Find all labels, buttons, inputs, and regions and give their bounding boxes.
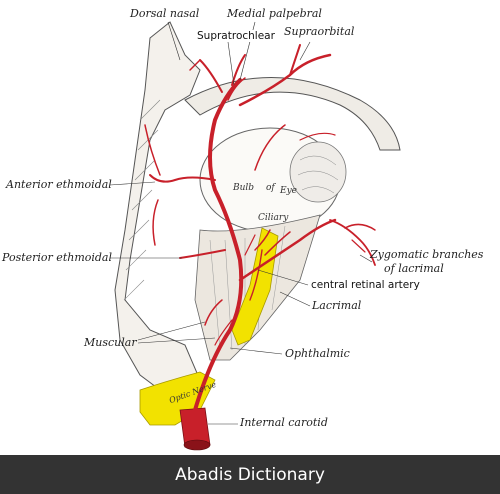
muscular-label: Muscular bbox=[84, 336, 137, 349]
internal-carotid-label: Internal carotid bbox=[240, 416, 328, 429]
orbit-artery-drawing bbox=[109, 21, 401, 451]
footer-bar: Abadis Dictionary bbox=[0, 455, 500, 494]
leader-lines bbox=[109, 21, 373, 425]
dorsal-nasal-label: Dorsal nasal bbox=[130, 7, 200, 20]
orbital-roof bbox=[184, 77, 401, 151]
supraorbital-label: Supraorbital bbox=[284, 25, 355, 38]
bulb-label: Bulb bbox=[233, 183, 255, 193]
eye-label: Eye bbox=[280, 186, 297, 196]
iris-texture bbox=[297, 155, 339, 194]
ophthalmic-label: Ophthalmic bbox=[285, 347, 350, 360]
orbit-bone-outline bbox=[114, 21, 201, 396]
ciliary-label: Ciliary bbox=[258, 213, 289, 223]
supratrochlear-label: Supratrochlear bbox=[196, 30, 276, 42]
of-label: of bbox=[266, 183, 275, 193]
artery-network bbox=[144, 44, 376, 412]
cornea bbox=[289, 141, 347, 203]
central-retinal-artery-label: central retinal artery bbox=[310, 279, 421, 291]
posterior-ethmoidal-label: Posterior ethmoidal bbox=[2, 251, 113, 264]
medial-palpebral-label: Medial palpebral bbox=[227, 7, 322, 20]
anatomy-illustration: Bulb of Eye Ciliary Optic Nerve Dorsal n… bbox=[2, 7, 484, 451]
lacrimal-label: Lacrimal bbox=[312, 299, 362, 312]
zygomatic-branches-label: Zygomatic branches bbox=[370, 248, 484, 261]
of-lacrimal-label: of lacrimal bbox=[384, 262, 444, 275]
footer-title: Abadis Dictionary bbox=[175, 464, 325, 485]
anterior-ethmoidal-label: Anterior ethmoidal bbox=[6, 178, 112, 191]
